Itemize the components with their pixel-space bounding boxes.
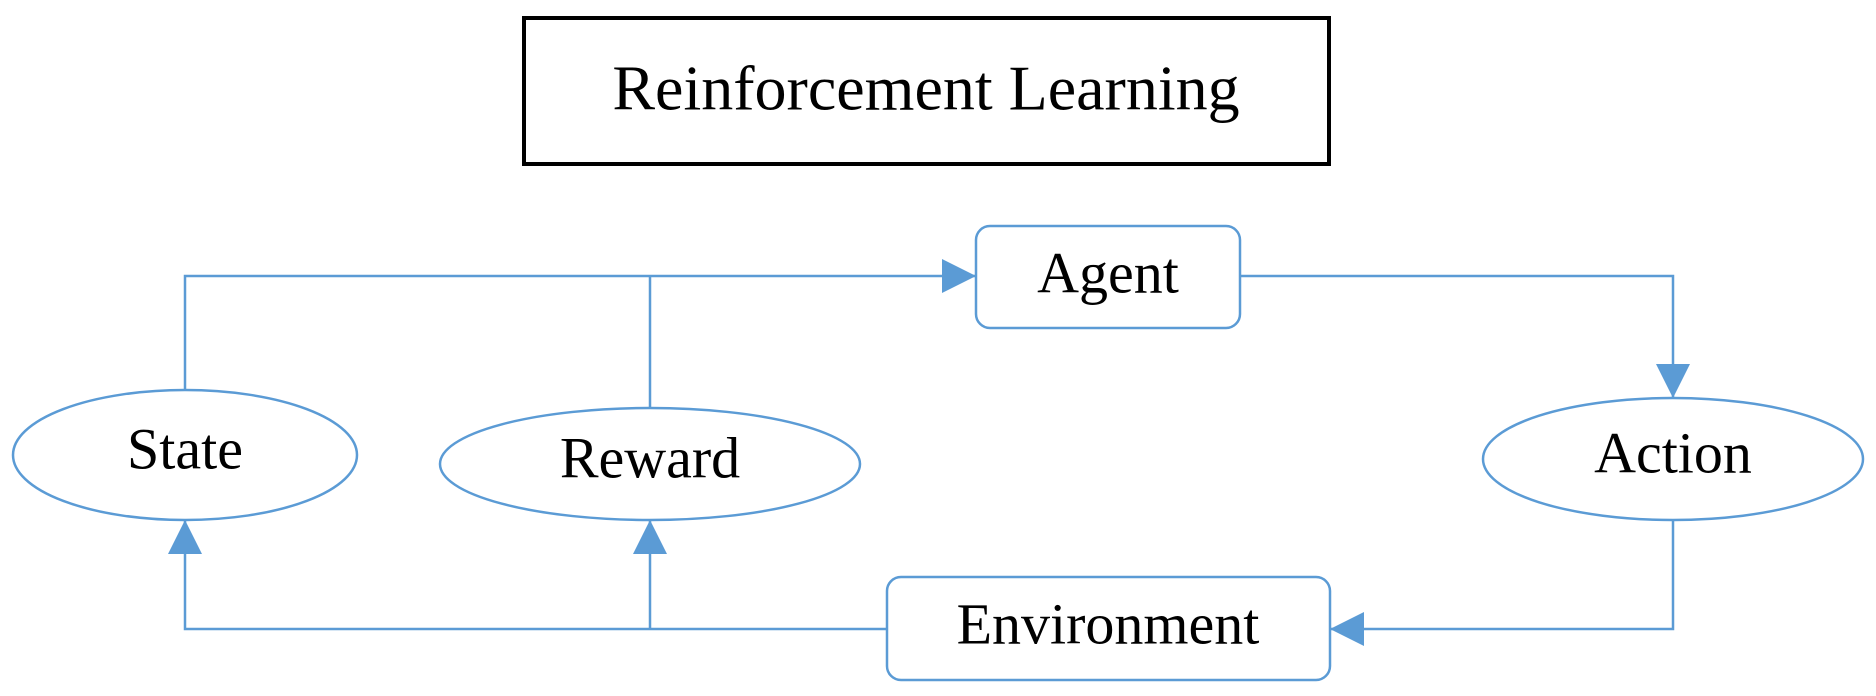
state-label: State: [127, 416, 243, 481]
diagram-title: Reinforcement Learning: [612, 53, 1239, 124]
action-node: Action: [1481, 396, 1865, 522]
agent-to-action-connector: [1240, 274, 1690, 398]
action-label: Action: [1594, 420, 1752, 485]
agent-node: Agent: [974, 224, 1242, 330]
environment-node: Environment: [885, 575, 1332, 682]
reward-label: Reward: [560, 425, 740, 490]
environment-to-state-connector: [168, 520, 887, 631]
environment-label: Environment: [957, 591, 1260, 656]
action-to-environment-connector: [1330, 520, 1675, 646]
agent-label: Agent: [1037, 240, 1179, 305]
title-box: Reinforcement Learning: [522, 16, 1331, 166]
connectors: [168, 259, 1690, 646]
state-node: State: [11, 388, 359, 522]
state-to-agent-connector: [183, 259, 976, 390]
reward-node: Reward: [438, 406, 862, 522]
